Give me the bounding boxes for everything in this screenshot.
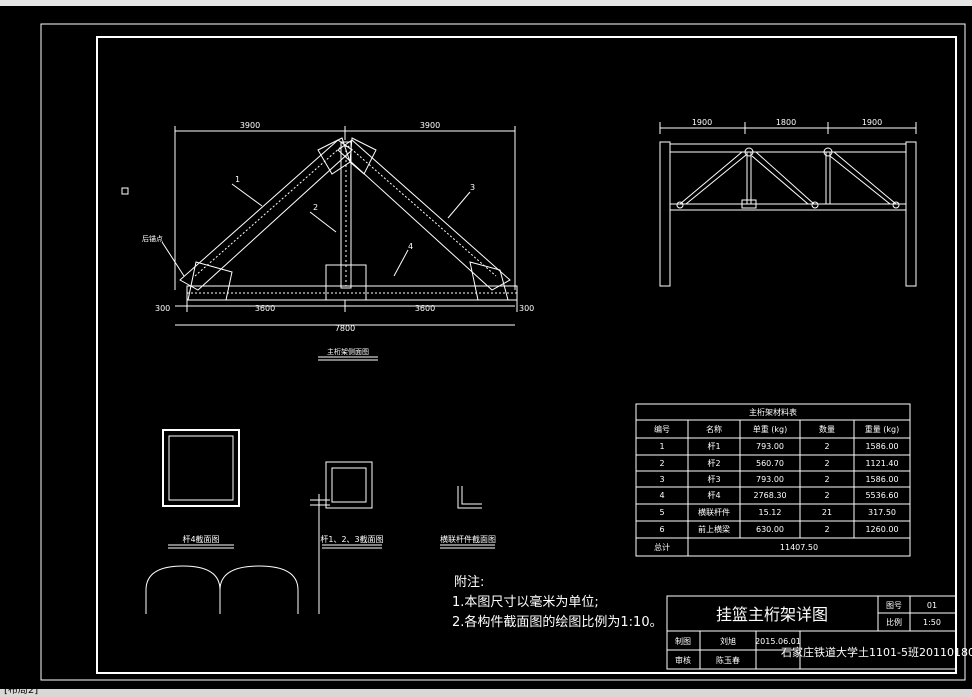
table-cell: 杆1 <box>707 441 720 451</box>
side-dim-3: 1900 <box>862 118 882 127</box>
notes-item-2: 2.各构件截面图的绘图比例为1:10。 <box>452 614 663 630</box>
reviewer-name: 陈玉春 <box>716 655 740 665</box>
table-cell: 杆2 <box>707 458 720 468</box>
notes: 附注: 1.本图尺寸以毫米为单位; 2.各构件截面图的绘图比例为1:10。 <box>452 575 663 630</box>
title-block <box>666 595 957 670</box>
inner-border <box>96 36 957 674</box>
table-cell: 317.50 <box>868 508 896 517</box>
table-cell: 2 <box>824 491 829 500</box>
table-cell: 2 <box>824 442 829 451</box>
table-cell: 5 <box>659 508 664 517</box>
table-cell: 21 <box>822 508 832 517</box>
table-header: 数量 <box>819 424 835 434</box>
outer-border <box>40 23 966 681</box>
table-cell: 6 <box>659 525 664 534</box>
label-rear-anchor: 后锚点 <box>142 234 163 243</box>
school-id: 石家庄铁道大学土1101-5班20110180 <box>781 645 972 659</box>
table-cell: 793.00 <box>756 475 784 484</box>
table-cell: 杆3 <box>707 474 720 484</box>
designer-name: 刘旭 <box>720 636 736 646</box>
side-elevation <box>659 122 917 287</box>
table-cell: 2 <box>824 475 829 484</box>
side-elevation-texts: 1900 1800 1900 <box>692 118 882 127</box>
table-header: 名称 <box>706 424 722 434</box>
member-tag-1: 1 <box>235 175 240 184</box>
table-cell: 3 <box>659 475 664 484</box>
notes-item-1: 1.本图尺寸以毫米为单位; <box>452 594 599 610</box>
table-total-label: 总计 <box>654 542 670 552</box>
dim-bottom-right: 3600 <box>415 304 435 313</box>
layout-tab[interactable]: [布局2] <box>4 685 39 696</box>
table-title: 主桁架材料表 <box>749 407 797 417</box>
table-cell: 2 <box>824 459 829 468</box>
dim-right-end: 300 <box>519 304 534 313</box>
table-cell: 1121.40 <box>865 459 898 468</box>
table-cell: 1260.00 <box>865 525 898 534</box>
drawing-no: 01 <box>927 601 937 610</box>
dim-bottom-left: 3600 <box>255 304 275 313</box>
scale-label: 比例 <box>886 617 902 627</box>
notes-title: 附注: <box>454 575 484 590</box>
dim-top-left: 3900 <box>240 121 260 130</box>
material-table <box>635 403 911 557</box>
table-cell: 4 <box>659 491 664 500</box>
truss-elevation-caption: 主桁架侧面图 <box>327 347 369 356</box>
table-cell: 1586.00 <box>865 475 898 484</box>
top-toolbar-strip <box>0 0 972 6</box>
designer-label: 制图 <box>675 636 691 646</box>
table-cell: 560.70 <box>756 459 784 468</box>
title-block-texts: 挂篮主桁架详图 图号 01 比例 1:50 制图 刘旭 2015.06.01 审… <box>675 601 972 665</box>
table-cell: 前上横梁 <box>698 524 730 534</box>
table-cell: 630.00 <box>756 525 784 534</box>
table-header: 编号 <box>654 424 670 434</box>
title-block-title: 挂篮主桁架详图 <box>716 605 828 624</box>
dim-left-end: 300 <box>155 304 170 313</box>
table-cell: 5536.60 <box>865 491 898 500</box>
truss-elevation <box>161 126 518 361</box>
table-cell: 2768.30 <box>753 491 786 500</box>
table-total-value: 11407.50 <box>780 543 818 552</box>
drawing-no-label: 图号 <box>886 601 902 610</box>
drawing-date: 2015.06.01 <box>755 637 801 646</box>
small-marker-square <box>121 187 129 195</box>
truss-elevation-texts: 3900 3900 3600 3600 300 300 7800 1 2 3 4… <box>142 121 534 356</box>
table-header: 单重 (kg) <box>753 424 788 434</box>
table-cell: 杆4 <box>707 490 720 500</box>
member-tag-4: 4 <box>408 242 413 251</box>
section-angle-caption: 横联杆件截面图 <box>440 534 496 544</box>
dim-total: 7800 <box>335 324 355 333</box>
table-cell: 15.12 <box>759 508 782 517</box>
table-cell: 2 <box>659 459 664 468</box>
section-small-caption: 杆1、2、3截面图 <box>320 534 383 544</box>
section-captions: 杆4截面图 杆1、2、3截面图 横联杆件截面图 <box>182 534 496 544</box>
section-large-caption: 杆4截面图 <box>182 534 219 544</box>
table-cell: 横联杆件 <box>698 507 730 517</box>
reviewer-label: 审核 <box>675 655 691 665</box>
section-drawings <box>145 429 495 614</box>
table-cell: 1 <box>659 442 664 451</box>
table-cell: 793.00 <box>756 442 784 451</box>
side-dim-1: 1900 <box>692 118 712 127</box>
scale-value: 1:50 <box>923 618 941 627</box>
status-bar <box>0 689 972 697</box>
side-dim-2: 1800 <box>776 118 796 127</box>
table-cell: 1586.00 <box>865 442 898 451</box>
dim-top-right: 3900 <box>420 121 440 130</box>
table-header: 重量 (kg) <box>865 424 900 434</box>
member-tag-3: 3 <box>470 183 475 192</box>
material-table-texts: 主桁架材料表 编号 名称 单重 (kg) 数量 重量 (kg) 1 杆1 793… <box>654 407 899 552</box>
member-tag-2: 2 <box>313 203 318 212</box>
table-cell: 2 <box>824 525 829 534</box>
